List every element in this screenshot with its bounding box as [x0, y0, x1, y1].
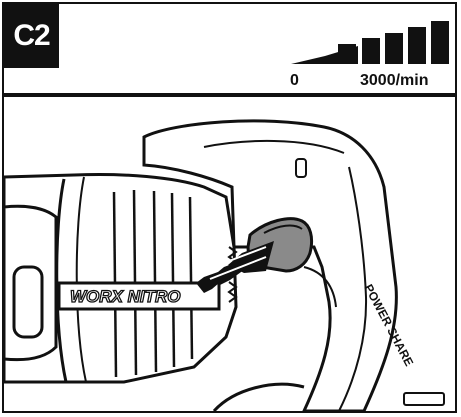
step-badge: C2	[4, 4, 59, 68]
brand-band	[57, 281, 221, 311]
panel-header: C2 0 3000/min	[4, 4, 455, 97]
gear-housing	[4, 173, 238, 384]
speed-ramp-bar	[291, 56, 325, 64]
push-arrow	[196, 241, 274, 293]
speed-bar	[385, 33, 403, 64]
speed-min-label: 0	[290, 72, 299, 89]
vent-slot	[295, 158, 307, 178]
speed-bar	[408, 27, 426, 64]
speed-bar	[431, 21, 449, 64]
speed-bar	[362, 38, 380, 64]
brand-label: WORX NITRO	[70, 287, 181, 306]
speed-max-label: 3000/min	[360, 72, 429, 89]
tool-illustration: POWER SHARE WORX NITRO	[4, 119, 445, 411]
tool-housing	[142, 119, 398, 411]
speed-bar	[338, 44, 356, 64]
instruction-panel: C2 0 3000/min POWER SHARE	[2, 2, 457, 413]
speed-bars	[291, 21, 449, 64]
